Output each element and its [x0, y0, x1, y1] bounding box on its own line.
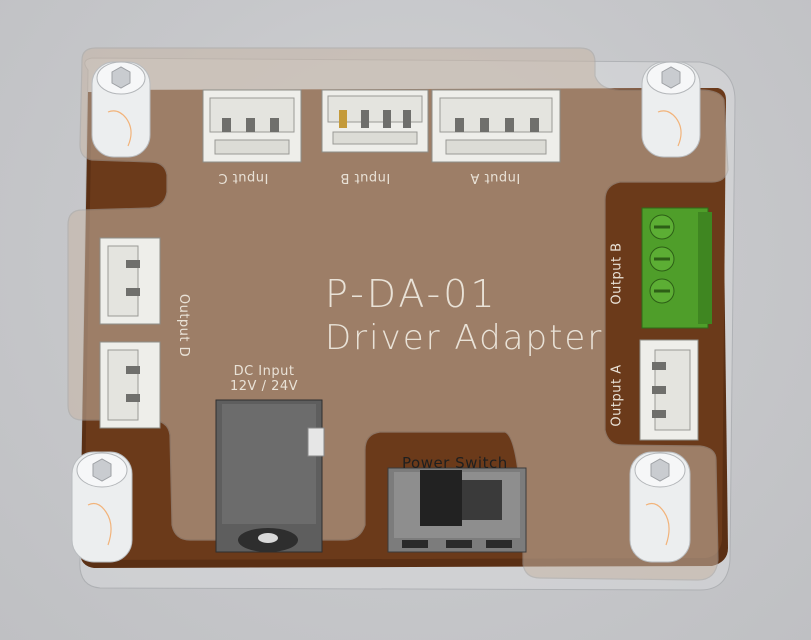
label-dc-input-line2: 12V / 24V	[230, 379, 299, 394]
label-input-c: Input C	[218, 170, 269, 185]
power-switch-body	[387, 467, 527, 553]
connector-output-a	[639, 339, 699, 441]
standoff-bottom-left	[71, 451, 133, 563]
label-output-a: Output A	[609, 364, 625, 427]
label-input-b: Input B	[340, 170, 391, 185]
label-output-b: Output B	[609, 242, 625, 305]
board-subtitle: Driver Adapter	[325, 318, 604, 358]
terminal-output-b	[641, 207, 712, 329]
dc-input-jack	[215, 399, 325, 553]
connector-input-c	[202, 89, 302, 163]
label-input-a: Input A	[470, 170, 521, 185]
connector-input-a	[431, 89, 561, 163]
connector-output-d	[99, 237, 161, 429]
board-title: P-DA-01	[325, 272, 498, 316]
standoff-bottom-right	[629, 451, 691, 563]
standoff-top-left	[91, 61, 151, 158]
label-output-d: Output D	[176, 293, 192, 358]
label-dc-input: DC Input 12V / 24V	[230, 364, 298, 394]
label-power-switch: Power Switch	[402, 454, 508, 472]
label-dc-input-line1: DC Input	[233, 364, 295, 379]
connector-input-b	[321, 89, 429, 153]
standoff-top-right	[641, 61, 701, 158]
